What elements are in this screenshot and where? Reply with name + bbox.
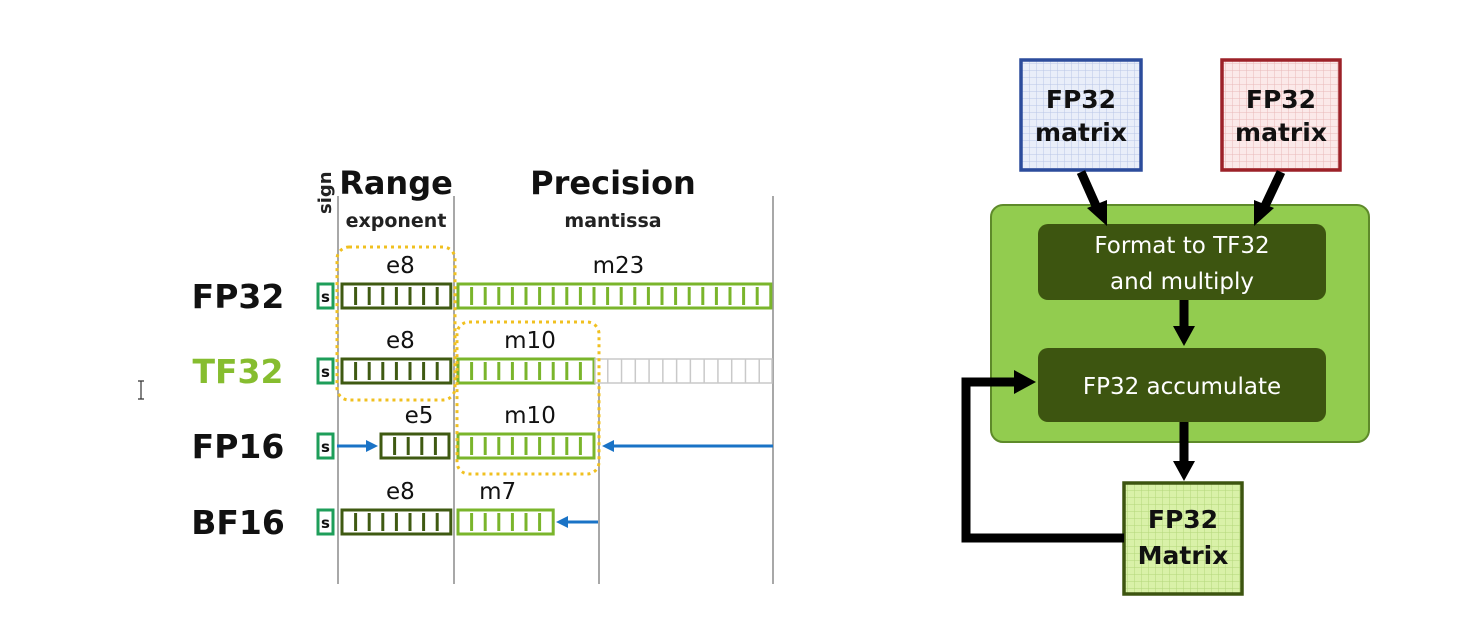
arrow-a-to-multiply — [1076, 170, 1107, 226]
input-matrix-a: FP32 matrix — [1019, 58, 1143, 172]
text-cursor-icon — [138, 380, 144, 400]
sign-bit-fp32: s — [316, 282, 335, 310]
sign-bit-bf16: s — [316, 508, 335, 536]
unused-bits-tf32 — [594, 358, 773, 384]
range-subtitle: exponent — [346, 210, 447, 232]
sign-bit-fp16: s — [316, 432, 335, 460]
range-title: Range — [339, 164, 453, 202]
mantissa-label-fp16: m10 — [504, 403, 556, 429]
mantissa-bits-tf32 — [456, 357, 596, 385]
fp16-sign-arrow — [337, 440, 378, 452]
format-label-fp16: FP16 — [192, 427, 285, 466]
sign-bit-tf32: s — [316, 357, 335, 385]
arrow-multiply-to-accumulate — [1173, 300, 1195, 346]
fp16-mantissa-arrow — [602, 440, 773, 452]
exponent-bits-fp32 — [340, 282, 453, 310]
exponent-bits-bf16 — [340, 508, 453, 536]
sign-header: sign — [315, 171, 336, 214]
tensor-core-flow: FP32 matrix FP32 matrix Format to TF32 a… — [961, 58, 1370, 596]
multiply-line2: and multiply — [1110, 269, 1254, 295]
output-line1: FP32 — [1148, 505, 1218, 534]
arrow-b-to-multiply — [1254, 170, 1286, 226]
format-comparison-panel: sign Range exponent Precision mantissa F… — [191, 164, 774, 584]
mantissa-label-bf16: m7 — [479, 479, 516, 505]
precision-title: Precision — [530, 164, 696, 202]
exponent-bits-tf32 — [340, 357, 453, 385]
exponent-bits-fp16 — [379, 432, 451, 460]
input-b-line2: matrix — [1235, 118, 1327, 147]
svg-text:s: s — [321, 363, 330, 381]
accumulate-label: FP32 accumulate — [1083, 374, 1281, 400]
input-a-line1: FP32 — [1046, 85, 1116, 114]
svg-text:s: s — [321, 288, 330, 306]
format-label-tf32: TF32 — [193, 352, 284, 391]
exponent-label-tf32: e8 — [386, 328, 415, 354]
format-label-fp32: FP32 — [192, 277, 285, 316]
mantissa-highlight — [455, 320, 601, 476]
mantissa-label-fp32: m23 — [593, 253, 645, 279]
mantissa-label-tf32: m10 — [504, 328, 556, 354]
exponent-label-fp32: e8 — [386, 253, 415, 279]
input-a-line2: matrix — [1035, 118, 1127, 147]
bf16-mantissa-arrow — [556, 516, 598, 528]
arrow-feedback-loop — [961, 370, 1124, 543]
output-line2: Matrix — [1138, 541, 1229, 570]
svg-text:s: s — [321, 438, 330, 456]
accumulate-step: FP32 accumulate — [1038, 348, 1326, 422]
exponent-label-bf16: e8 — [386, 479, 415, 505]
format-label-bf16: BF16 — [191, 503, 285, 542]
precision-subtitle: mantissa — [564, 210, 661, 232]
input-matrix-b: FP32 matrix — [1220, 58, 1342, 172]
exponent-highlight — [335, 245, 457, 402]
mantissa-bits-fp32 — [456, 282, 773, 310]
format-multiply-step: Format to TF32 and multiply — [1038, 224, 1326, 300]
arrow-accumulate-to-output — [1173, 422, 1195, 481]
exponent-label-fp16: e5 — [405, 403, 434, 429]
mantissa-bits-bf16 — [456, 508, 555, 536]
output-matrix: FP32 Matrix — [1122, 481, 1244, 596]
mantissa-bits-fp16 — [456, 432, 596, 460]
input-b-line1: FP32 — [1246, 85, 1316, 114]
svg-text:s: s — [321, 514, 330, 532]
multiply-line1: Format to TF32 — [1094, 233, 1269, 259]
